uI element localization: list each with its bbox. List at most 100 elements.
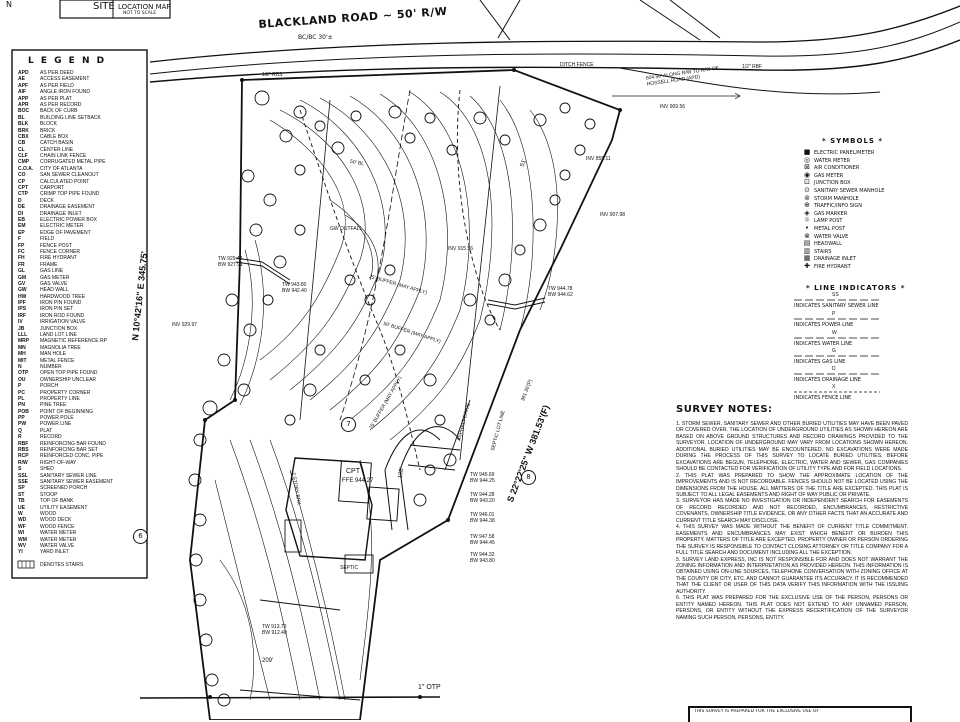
symbol-text: STAIRS [814, 248, 832, 255]
legend-abbr: BOC [18, 108, 30, 115]
legend-abbr: RCP [18, 453, 29, 460]
symbol-glyph-icon: ⊠ [804, 163, 810, 172]
legend-title: L E G E N D [28, 56, 107, 66]
top-of-wall: TW 944.32 [470, 552, 495, 558]
legend-text: RECORD [40, 434, 62, 441]
legend-abbr: WM [18, 536, 27, 543]
legend-text: AS PER PLAT [40, 95, 72, 102]
legend-text: BUILDING LINE SETBACK [40, 114, 101, 121]
legend-item: HW HARDWOOD TREE [18, 294, 138, 300]
symbol-item: ◈GAS MARKER [800, 209, 920, 217]
legend-text: IRON ROD FOUND [40, 312, 85, 319]
legend-abbr: GV [18, 280, 26, 287]
invert-label: INV 915.56 [448, 246, 474, 252]
top-of-wall: TW 913.70 [262, 624, 287, 630]
legend-text: SAN SEWER CLEANOUT [40, 172, 99, 179]
legend-abbr: FR [18, 261, 25, 268]
legend-abbr: WV [18, 542, 27, 549]
legend-abbr: APR [18, 101, 29, 108]
symbol-text: WATER METER [814, 157, 851, 164]
symbol-glyph-icon: ▦ [803, 254, 811, 263]
survey-note: 5. SURVEY LAND EXPRESS, INC IS NOT RESPO… [676, 556, 908, 595]
top-of-wall: TW 944.28 [470, 492, 495, 498]
corner-pins [203, 68, 622, 699]
legend-text: CORRUGATED METAL PIPE [40, 159, 106, 166]
legend-text: POWER LINE [40, 421, 72, 428]
legend-abbr: N [18, 363, 22, 370]
survey-notes-title: SURVEY NOTES: [676, 404, 773, 415]
legend-text: SANITARY SEWER LINE [40, 472, 97, 479]
location-map-sub: NOT TO SCALE [123, 11, 157, 16]
symbol-text: TRAFFIC/INFO SIGN [814, 203, 863, 210]
line-indicator-code: W [832, 330, 837, 336]
legend-text: OPEN TOP PIPE FOUND [40, 370, 98, 377]
line-indicators-title: * LINE INDICATORS * [806, 284, 906, 292]
legend-text: FENCE CORNER [40, 248, 81, 255]
symbol-item: ▤HEADWALL [800, 239, 920, 247]
legend-text: REINFORCING BAR FOUND [40, 440, 106, 447]
legend-abbr: TB [18, 498, 25, 505]
legend-abbr: IV [18, 319, 23, 326]
symbol-item: ⊚STORM MANHOLE [800, 194, 920, 202]
legend-abbr: MN [18, 344, 26, 351]
symbol-item: •METAL POST [800, 224, 920, 232]
legend-abbr: MIT [18, 357, 27, 364]
symbol-text: LAMP POST [814, 218, 843, 225]
invert-label: INV 929.97 [172, 322, 198, 328]
legend-text: PROPERTY LINE [40, 395, 80, 402]
symbol-glyph-icon: ☼ [803, 216, 811, 225]
legend-abbr: BL [18, 114, 25, 121]
road-edge-north [149, 5, 960, 63]
legend-abbr: EP [18, 229, 25, 236]
line-indicator-code: SS [832, 292, 839, 298]
top-of-wall: TW 929.44 [218, 256, 243, 262]
location-map-label: LOCATION MAP [118, 3, 171, 11]
legend-abbr: DI [18, 210, 23, 217]
legend-text: LAND LOT LINE [40, 332, 77, 339]
legend-text: AS PER DEED [40, 70, 74, 76]
legend-abbr: SSL [18, 472, 28, 479]
gw-outfall-label: GW OUTFALL [330, 226, 363, 232]
house-footprint [284, 457, 400, 574]
legend-text: JUNCTION BOX [40, 325, 78, 332]
legend-text: HARDWOOD TREE [40, 293, 85, 300]
legend-abbr: DE [18, 204, 25, 211]
legend-text: PORCH [40, 383, 59, 390]
legend-text: DRAINAGE INLET [40, 210, 82, 217]
legend-abbr: OU [18, 376, 26, 383]
symbol-text: DRAINAGE INLET [814, 256, 856, 263]
legend-text: GAS VALVE [40, 280, 68, 287]
symbol-text: ELECTRIC PANEL/METER [814, 150, 875, 156]
legend-abbr: RBF [18, 440, 29, 447]
symbol-item: ▥STAIRS [800, 247, 920, 255]
bottom-of-wall: BW 927.91 [218, 262, 243, 268]
legend-abbr: MRP [18, 338, 30, 345]
location-map-road [479, 0, 511, 41]
legend-text: DRAINAGE EASEMENT [40, 204, 96, 211]
symbol-text: AIR CONDITIONER [814, 165, 860, 172]
symbol-item: ⊠ AIR CONDITIONER [800, 163, 920, 171]
legend-abbr: HW [18, 293, 27, 300]
